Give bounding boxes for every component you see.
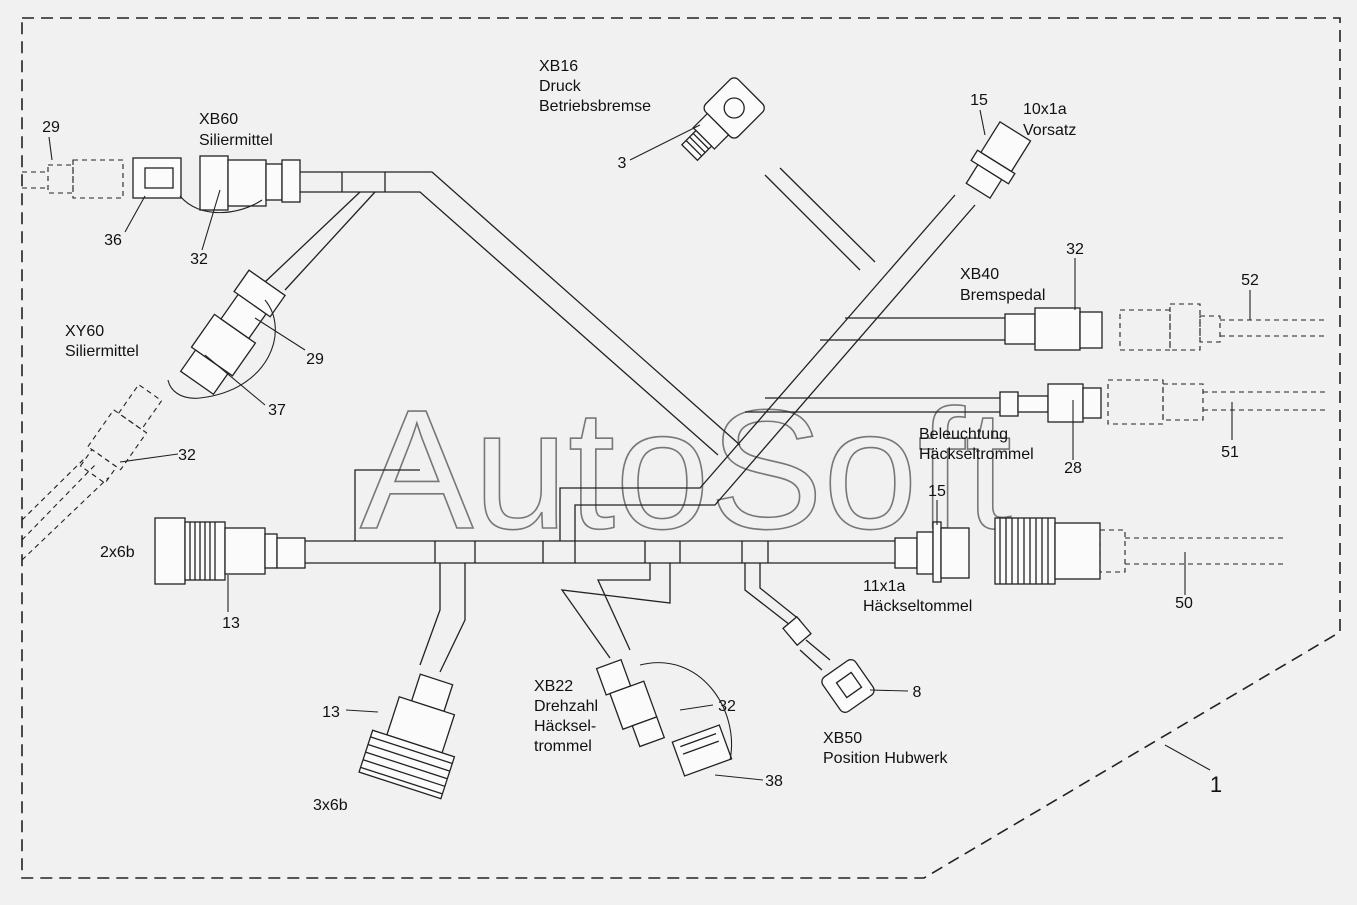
connector-3x6b <box>358 673 456 800</box>
watermark: AutoSoft <box>360 375 1012 565</box>
item-36: 36 <box>104 232 122 249</box>
label-beleuchtung-1: Beleuchtung <box>919 426 1008 443</box>
item-13-left: 13 <box>222 615 240 632</box>
item-8: 8 <box>913 684 922 701</box>
label-xb16-3: Betriebsbremse <box>539 98 651 115</box>
label-xb22-4: trommel <box>534 738 592 755</box>
item-32-xb60: 32 <box>190 251 208 268</box>
label-haeckseltommel-2: Häckseltommel <box>863 598 972 615</box>
label-xy60-2: Siliermittel <box>65 343 139 360</box>
leader-lines <box>48 109 1251 781</box>
harness-main-trunk <box>264 167 1005 673</box>
item-50: 50 <box>1175 595 1193 612</box>
item-numbers: 1 3 8 13 13 15 15 28 29 29 32 32 32 32 3… <box>42 92 1259 797</box>
connector-xb22 <box>595 658 733 777</box>
label-xb22-1: XB22 <box>534 678 573 695</box>
item-32-xb22: 32 <box>718 698 736 715</box>
label-xb40-1: XB40 <box>960 266 999 283</box>
item-28: 28 <box>1064 460 1082 477</box>
item-3: 3 <box>618 155 627 172</box>
item-13-bottom: 13 <box>322 704 340 721</box>
label-vorsatz-2: Vorsatz <box>1023 122 1076 139</box>
connector-xy60 <box>179 269 286 396</box>
connector-xy60-dashed-32 <box>79 383 163 484</box>
connector-labels: XB16 Druck Betriebsbremse XB60 Siliermit… <box>65 58 1076 814</box>
label-haeckseltommel-1: 11x1a <box>863 578 906 595</box>
connector-xb16 <box>680 77 765 162</box>
item-52: 52 <box>1241 272 1259 289</box>
label-3x6b: 3x6b <box>313 797 348 814</box>
connector-2x6b <box>154 517 306 585</box>
item-32-xy60: 32 <box>178 447 196 464</box>
label-xb22-2: Drehzahl <box>534 698 598 715</box>
item-29-mid: 29 <box>306 351 324 368</box>
label-xb40-2: Bremspedal <box>960 287 1045 304</box>
label-xb22-3: Häcksel- <box>534 718 596 735</box>
item-51: 51 <box>1221 444 1239 461</box>
label-xb50-1: XB50 <box>823 730 862 747</box>
connector-xb60 <box>22 155 301 214</box>
connector-xb50 <box>782 615 875 713</box>
label-2x6b: 2x6b <box>100 544 135 561</box>
label-vorsatz-1: 10x1a <box>1023 101 1067 118</box>
label-xb16-2: Druck <box>539 78 582 95</box>
item-37: 37 <box>268 402 286 419</box>
item-15-right: 15 <box>928 483 946 500</box>
item-29-top: 29 <box>42 119 60 136</box>
connector-beleuchtung <box>999 379 1325 425</box>
label-beleuchtung-2: Häckseltrommel <box>919 446 1034 463</box>
item-1: 1 <box>1210 772 1222 797</box>
item-38: 38 <box>765 773 783 790</box>
label-xb60-2: Siliermittel <box>199 132 273 149</box>
label-xb50-2: Position Hubwerk <box>823 750 949 767</box>
connector-xb40 <box>1004 303 1325 351</box>
item-15-top: 15 <box>970 92 988 109</box>
label-xb60-1: XB60 <box>199 111 238 128</box>
label-xb16-1: XB16 <box>539 58 578 75</box>
connector-11x1a <box>894 517 1285 585</box>
label-xy60-1: XY60 <box>65 323 104 340</box>
item-32-xb40: 32 <box>1066 241 1084 258</box>
connector-10x1a <box>965 120 1032 200</box>
assembly-boundary <box>21 17 1341 879</box>
